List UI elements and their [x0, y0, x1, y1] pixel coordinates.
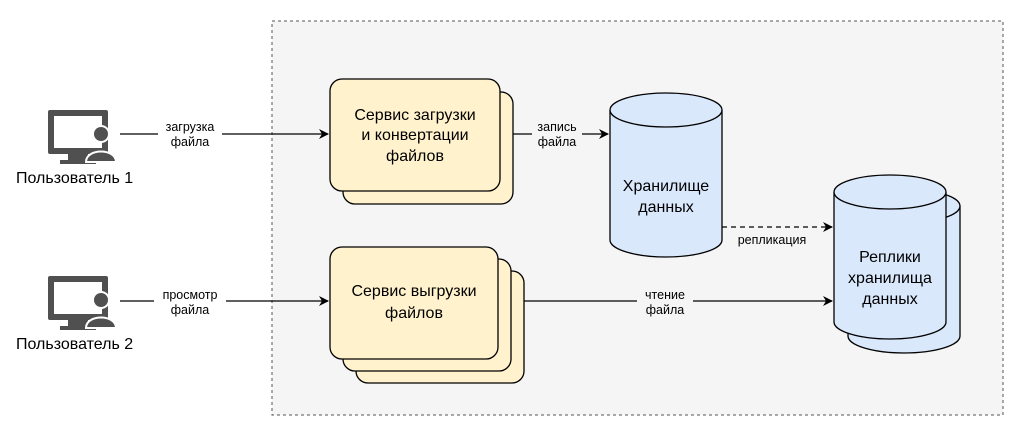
edge-view-file-line-2: файла: [171, 303, 210, 317]
replica-storage-line-2: хранилища: [848, 270, 932, 287]
edge-view-file: просмотр файла: [120, 285, 329, 317]
download-service-line-1: Сервис выгрузки: [351, 283, 476, 300]
edge-read-file-line-1: чтение: [645, 288, 685, 302]
edge-upload-file: загрузка файла: [120, 118, 329, 150]
download-service-line-2: файлов: [385, 305, 443, 322]
upload-service-line-3: файлов: [386, 148, 444, 165]
replica-storage: Реплики хранилища данных: [833, 174, 961, 354]
user-1: Пользователь 1: [16, 110, 133, 187]
edge-write-file: запись файла: [513, 118, 609, 150]
user-2-label: Пользователь 2: [16, 336, 133, 353]
edge-upload-file-line-2: файла: [171, 135, 210, 149]
edge-read-file: чтение файла: [524, 285, 833, 317]
edge-write-file-line-2: файла: [538, 135, 577, 149]
upload-service-line-2: и конвертации: [361, 127, 468, 144]
edge-replication-label: репликация: [738, 233, 807, 247]
primary-storage-line-1: Хранилище: [623, 178, 710, 195]
edge-read-file-line-2: файла: [646, 303, 685, 317]
user-computer-icon: [48, 110, 118, 164]
primary-storage: Хранилище данных: [609, 92, 723, 258]
edge-upload-file-line-1: загрузка: [166, 120, 215, 134]
edge-write-file-line-1: запись: [537, 120, 576, 134]
user-computer-icon: [48, 276, 118, 330]
user-1-label: Пользователь 1: [16, 170, 133, 187]
user-2: Пользователь 2: [16, 276, 133, 353]
edge-view-file-line-1: просмотр: [163, 288, 218, 302]
upload-service: Сервис загрузки и конвертации файлов: [329, 78, 514, 205]
replica-storage-line-3: данных: [862, 291, 917, 308]
primary-storage-line-2: данных: [638, 199, 693, 216]
edge-replication: репликация: [722, 222, 833, 248]
replica-storage-line-1: Реплики: [859, 249, 921, 266]
download-service: Сервис выгрузки файлов: [329, 246, 525, 384]
upload-service-line-1: Сервис загрузки: [354, 107, 475, 124]
